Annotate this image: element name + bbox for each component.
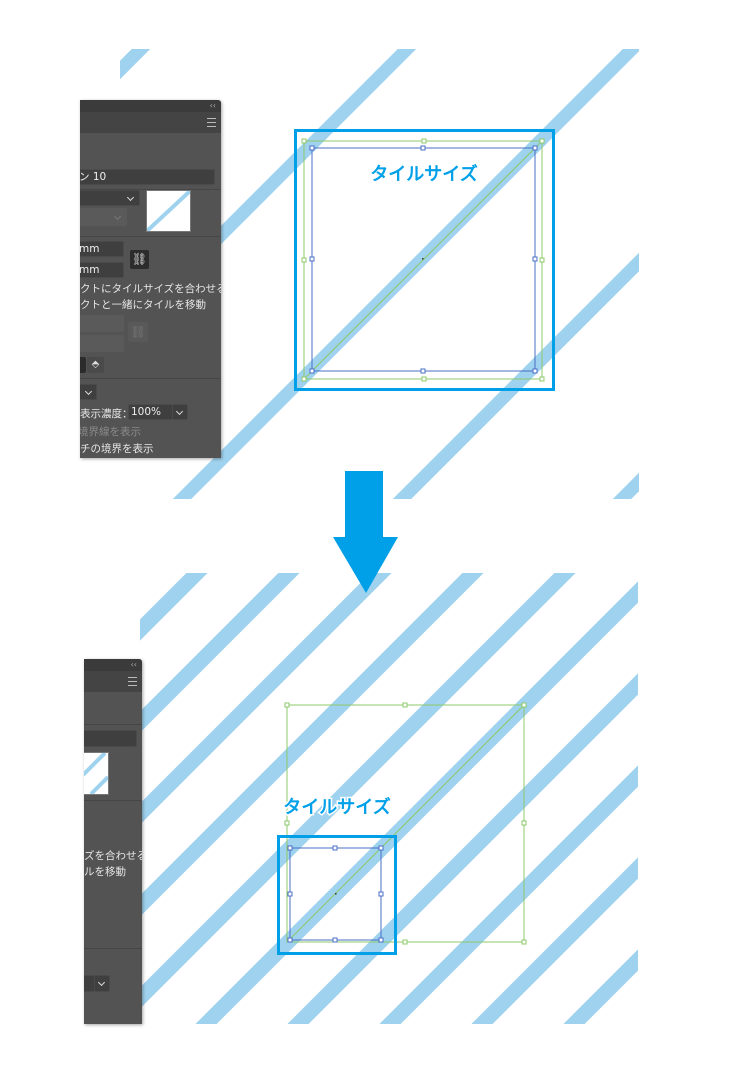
double-chevron-left-icon[interactable]: ‹‹ <box>209 101 216 110</box>
pattern-stripe <box>379 765 638 1024</box>
show-swatch-bounds-checkbox-label[interactable]: チの境界を表示 <box>80 443 154 455</box>
pattern-options-panel-before: ‹‹ ン 10 mm mm ⛓ クトにタイルサイズを合わせる クトと一緒にタイル… <box>80 100 221 458</box>
overlap-left-button[interactable] <box>80 357 86 373</box>
pattern-stripe <box>120 49 417 346</box>
name-field[interactable] <box>84 730 137 747</box>
chevron-down-icon <box>97 978 106 987</box>
pattern-stripe <box>172 49 639 499</box>
width-field[interactable]: mm <box>80 241 124 257</box>
move-tile-with-art-checkbox-label[interactable]: クトと一緒にタイルを移動 <box>80 299 206 311</box>
copies-dropdown-button[interactable] <box>94 975 110 992</box>
chevron-down-icon <box>126 193 135 202</box>
panel-header <box>80 112 221 133</box>
overlap-top-button[interactable]: ⬘ <box>87 357 104 373</box>
opacity-dropdown-button[interactable] <box>172 404 188 420</box>
pattern-preview-swatch <box>146 190 191 232</box>
tile-bounds-after <box>284 702 527 945</box>
opacity-value: 100% <box>131 406 162 418</box>
tile-size-highlight-after <box>277 835 397 955</box>
name-field-value: ン 10 <box>80 171 107 183</box>
height-value: mm <box>80 264 100 276</box>
pattern-stripe <box>195 581 638 1024</box>
panel-title-bar[interactable]: ‹‹ <box>84 659 142 671</box>
height-field[interactable]: mm <box>80 262 124 278</box>
tile-type-dropdown[interactable] <box>80 190 140 206</box>
tile-size-label-after: タイルサイズ <box>283 796 390 818</box>
pattern-stripe <box>287 673 638 1024</box>
hamburger-menu-icon[interactable] <box>207 118 216 127</box>
h-spacing-field <box>80 315 124 332</box>
pattern-stripe <box>140 573 576 1009</box>
arrow-down-icon <box>333 471 398 593</box>
pattern-preview-swatch <box>84 752 109 795</box>
chain-link-icon[interactable]: ⛓ <box>130 250 149 269</box>
chevron-down-icon <box>84 387 93 396</box>
tile-size-highlight-before <box>294 129 555 391</box>
dim-copies-label: 表示濃度： <box>80 408 133 420</box>
double-chevron-left-icon[interactable]: ‹‹ <box>130 660 137 669</box>
v-spacing-field <box>80 335 124 352</box>
tile-bounds-before <box>301 138 545 382</box>
pattern-options-panel-after: ‹‹ ズを合わせる ルを移動 <box>84 659 142 1024</box>
pattern-stripe <box>563 949 638 1024</box>
show-tile-edge-checkbox-label: 境界線を表示 <box>80 426 141 438</box>
panel-title-bar[interactable]: ‹‹ <box>80 100 221 112</box>
move-tile-with-art-checkbox-label[interactable]: ルを移動 <box>84 866 126 878</box>
fit-tile-to-art-checkbox-label[interactable]: ズを合わせる <box>84 850 142 862</box>
chevron-down-icon <box>113 212 122 221</box>
width-value: mm <box>80 243 100 255</box>
copies-dropdown[interactable] <box>80 384 97 400</box>
hamburger-menu-icon[interactable] <box>128 677 137 686</box>
chain-link-icon: ⛓ <box>128 322 148 342</box>
chevron-down-icon <box>175 407 184 416</box>
fit-tile-to-art-checkbox-label[interactable]: クトにタイルサイズを合わせる <box>80 283 221 295</box>
tile-size-label-before: タイルサイズ <box>370 163 477 185</box>
panel-header <box>84 671 142 692</box>
name-field[interactable]: ン 10 <box>80 169 215 185</box>
brick-offset-dropdown <box>80 208 127 226</box>
pattern-stripe <box>471 857 638 1024</box>
opacity-field[interactable]: 100% <box>128 404 173 420</box>
